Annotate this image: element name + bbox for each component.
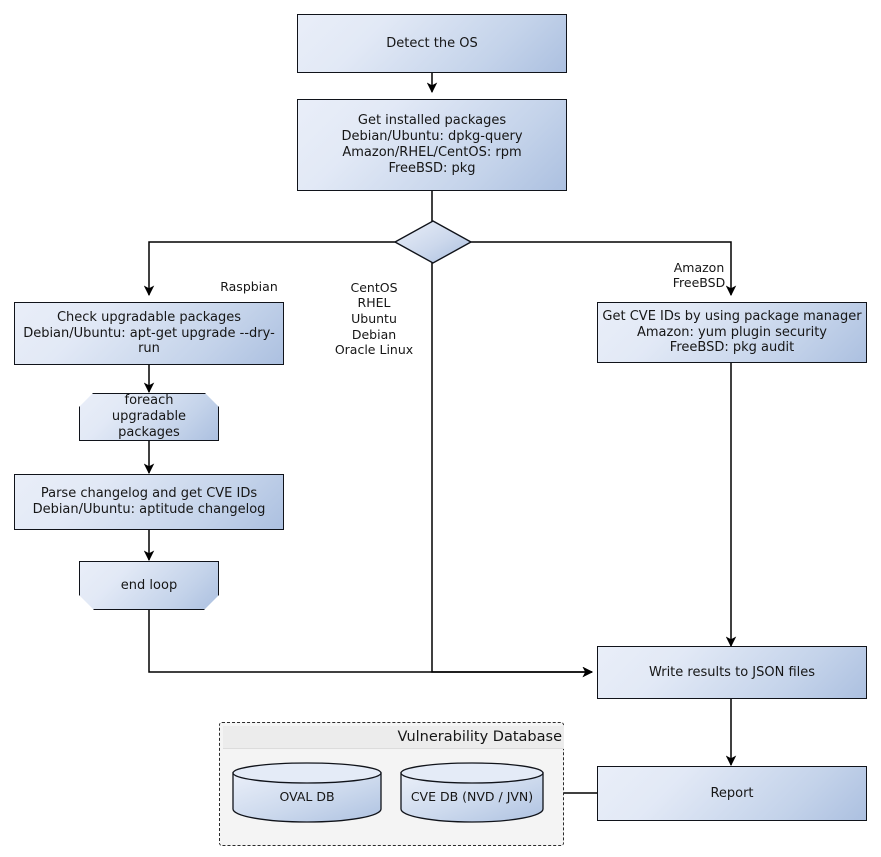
edge-label-amazon-freebsd: Amazon FreeBSD xyxy=(633,244,765,291)
node-foreach-loop[interactable]: foreach upgradable packages xyxy=(79,393,219,441)
edge-label-raspbian: Raspbian xyxy=(159,263,339,294)
decision-diamond xyxy=(393,220,473,264)
node-write-results-label: Write results to JSON files xyxy=(648,664,816,680)
group-vulnerability-database-title: Vulnerability Database xyxy=(223,726,564,749)
node-get-cve-ids-pkgmgr-label: Get CVE IDs by using package manager Ama… xyxy=(602,308,862,356)
edge-endloop-to-write xyxy=(148,610,594,678)
node-parse-changelog-label: Parse changelog and get CVE IDs Debian/U… xyxy=(32,486,266,517)
node-get-installed-packages-label: Get installed packages Debian/Ubuntu: dp… xyxy=(341,113,523,176)
node-foreach-loop-label: foreach upgradable packages xyxy=(111,393,187,440)
edge-label-center-distros: CentOS RHEL Ubuntu Debian Oracle Linux xyxy=(312,264,436,358)
node-report-label: Report xyxy=(710,785,754,801)
edge-decision-center xyxy=(431,262,594,678)
node-report[interactable]: Report xyxy=(597,766,867,821)
node-parse-changelog[interactable]: Parse changelog and get CVE IDs Debian/U… xyxy=(14,474,284,530)
node-detect-os[interactable]: Detect the OS xyxy=(297,14,567,73)
group-title-text: Vulnerability Database xyxy=(397,729,562,745)
node-check-upgradable-label: Check upgradable packages Debian/Ubuntu:… xyxy=(23,309,275,357)
db-cve[interactable]: CVE DB (NVD / JVN) xyxy=(400,762,544,824)
edge-label-amazon-freebsd-text: Amazon FreeBSD xyxy=(672,259,726,291)
edge-label-center-distros-text: CentOS RHEL Ubuntu Debian Oracle Linux xyxy=(334,279,414,358)
edge-label-raspbian-text: Raspbian xyxy=(220,278,278,294)
node-get-installed-packages[interactable]: Get installed packages Debian/Ubuntu: dp… xyxy=(297,99,567,191)
node-write-results[interactable]: Write results to JSON files xyxy=(597,646,867,699)
node-get-cve-ids-pkgmgr[interactable]: Get CVE IDs by using package manager Ama… xyxy=(597,302,867,363)
node-end-loop[interactable]: end loop xyxy=(79,561,219,610)
db-oval[interactable]: OVAL DB xyxy=(232,762,382,824)
node-end-loop-label: end loop xyxy=(120,577,178,593)
node-check-upgradable[interactable]: Check upgradable packages Debian/Ubuntu:… xyxy=(14,302,284,365)
node-detect-os-label: Detect the OS xyxy=(386,35,478,51)
